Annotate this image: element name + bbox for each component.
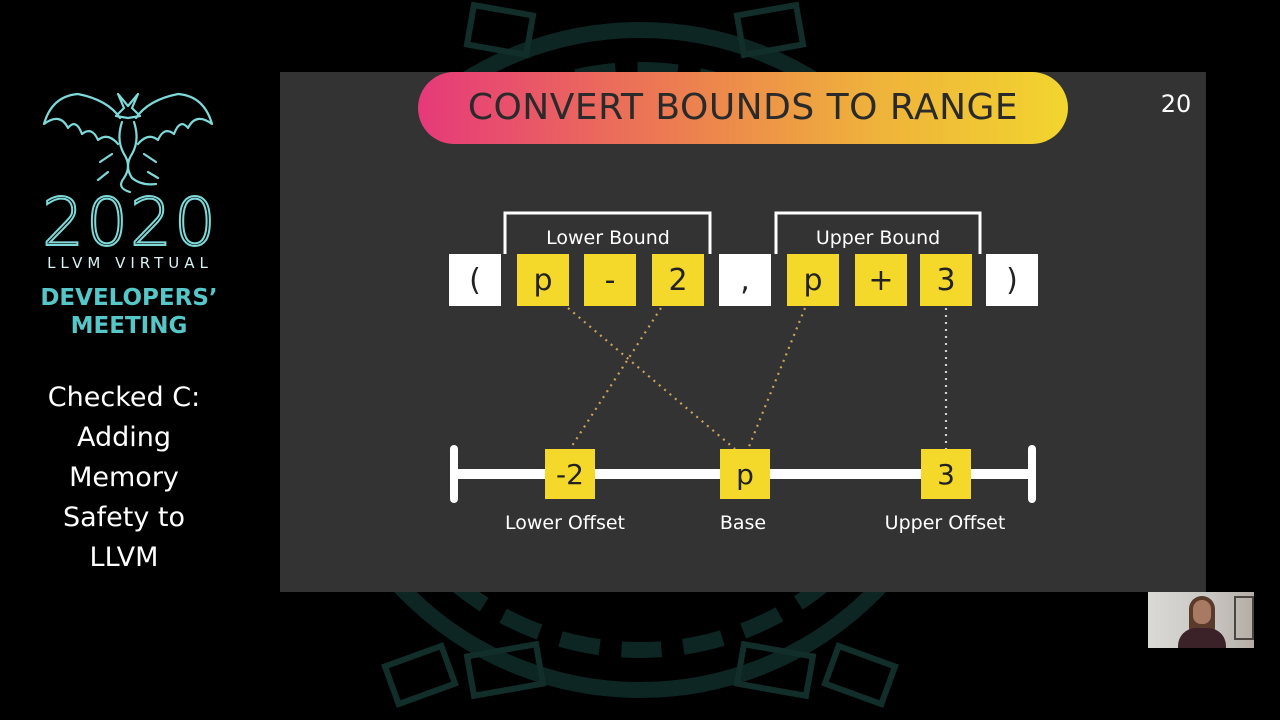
slide-title: CONVERT BOUNDS TO RANGE <box>418 72 1068 144</box>
token-minus: - <box>584 254 636 306</box>
upper-bound-label: Upper Bound <box>815 227 941 249</box>
token-comma: , <box>719 254 771 306</box>
connector-p-to-base <box>567 307 736 450</box>
base-label: Base <box>719 512 767 534</box>
upper-offset-label: Upper Offset <box>884 512 1006 534</box>
event-name-line1: DEVELOPERS’ <box>40 285 218 311</box>
talk-title-line: Checked C: <box>47 382 201 413</box>
slide-number: 20 <box>1160 90 1192 118</box>
token-p: p <box>517 254 569 306</box>
speaker-body <box>1178 628 1226 648</box>
marker-upper-offset: 3 <box>921 449 971 499</box>
token-close-paren: ) <box>986 254 1038 306</box>
token-plus: + <box>855 254 907 306</box>
llvm-dragon-logo <box>42 92 214 194</box>
token-2: 2 <box>652 254 704 306</box>
talk-title-line: Adding <box>76 422 172 453</box>
speaker-webcam <box>1148 592 1254 648</box>
presentation-slide: CONVERT BOUNDS TO RANGE 20 Lower Bound U… <box>280 72 1206 592</box>
range-end-cap <box>1028 445 1036 503</box>
diagram-lines <box>503 211 982 450</box>
marker-lower-offset: -2 <box>545 449 595 499</box>
talk-title-line: Memory <box>69 462 179 493</box>
lower-offset-label: Lower Offset <box>504 512 626 534</box>
talk-title: Checked C: Adding Memory Safety to LLVM <box>20 378 228 578</box>
range-start-cap <box>450 445 458 503</box>
lower-bound-bracket <box>503 211 712 254</box>
upper-bound-bracket <box>774 211 982 254</box>
event-name: DEVELOPERS’ MEETING <box>20 284 238 340</box>
speaker-face <box>1193 600 1211 624</box>
token-p: p <box>787 254 839 306</box>
event-subtitle: LLVM VIRTUAL <box>47 254 213 272</box>
picture-frame <box>1234 596 1254 640</box>
token-open-paren: ( <box>449 254 501 306</box>
talk-title-line: LLVM <box>89 542 159 573</box>
token-3: 3 <box>920 254 972 306</box>
lower-bound-label: Lower Bound <box>546 227 670 249</box>
connector-p-to-base-2 <box>746 307 807 450</box>
marker-base: p <box>720 449 770 499</box>
talk-title-line: Safety to <box>62 502 186 533</box>
event-name-line2: MEETING <box>70 313 188 339</box>
event-year: 2020 <box>41 184 218 261</box>
connector-2-to-lower <box>569 307 662 450</box>
